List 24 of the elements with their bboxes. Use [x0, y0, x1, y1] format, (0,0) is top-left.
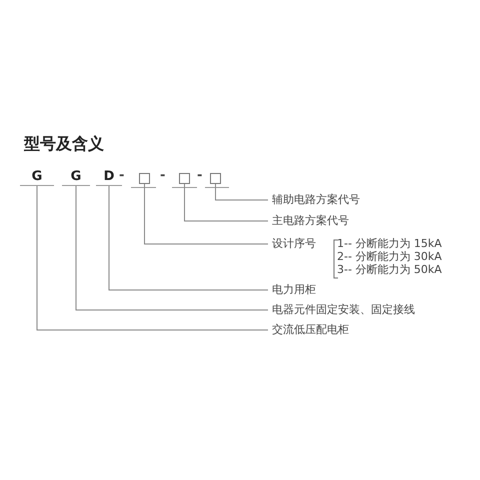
separator-dash: - — [160, 169, 166, 183]
leader-line — [144, 184, 268, 244]
leader-line — [76, 186, 268, 310]
separator-dash: - — [119, 169, 124, 183]
option-text: 1-- 分断能力为 15kA — [337, 237, 442, 250]
leader-line — [108, 186, 268, 290]
blank-code-box — [179, 173, 190, 184]
leader-line — [184, 184, 268, 222]
leader-text: 设计序号 — [268, 237, 316, 251]
leader-text: 电力用柜 — [268, 283, 316, 297]
model-code-letter: G — [62, 169, 90, 186]
leader-text: 交流低压配电柜 — [268, 323, 349, 337]
blank-code-box — [210, 173, 221, 184]
blank-code-box — [139, 173, 150, 184]
option-text: 2-- 分断能力为 30kA — [337, 250, 442, 263]
leader-text: 电器元件固定安装、固定接线 — [268, 303, 415, 317]
leader-line — [36, 186, 268, 330]
model-code-letter: G — [20, 169, 54, 186]
separator-dash: - — [197, 169, 202, 183]
leader-text: 辅助电路方案代号 — [268, 193, 360, 207]
title: 型号及含义 — [24, 134, 104, 155]
leader-text: 主电路方案代号 — [268, 214, 349, 228]
leader-line — [215, 184, 268, 200]
option-text: 3-- 分断能力为 50kA — [337, 263, 442, 276]
